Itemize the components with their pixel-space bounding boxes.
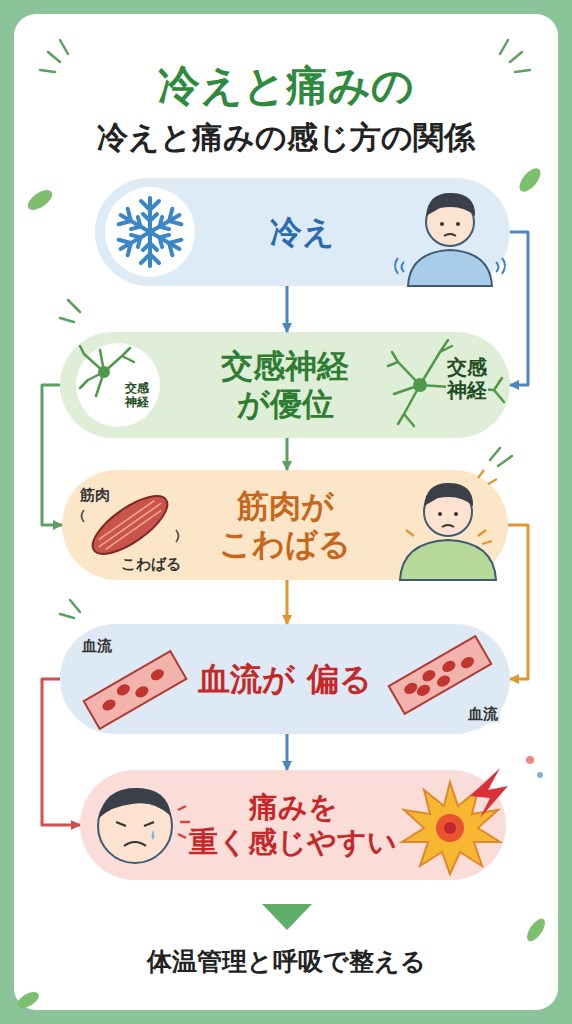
flow-arrow bbox=[286, 734, 289, 770]
icon-label: 血流 bbox=[466, 706, 500, 723]
conclusion-arrow bbox=[262, 904, 312, 930]
flow-arrow bbox=[510, 232, 528, 385]
leaf-decor bbox=[15, 165, 549, 1011]
subtitle: 冷えと痛みの感じ方の関係 bbox=[0, 120, 572, 156]
panel bbox=[14, 14, 558, 1010]
cold-person bbox=[395, 193, 505, 286]
snowflake-icon bbox=[105, 187, 195, 277]
pain-burst bbox=[402, 768, 508, 874]
nerve-icon-left bbox=[76, 343, 160, 427]
flow-arrow bbox=[286, 286, 289, 332]
icon-label: 交感神経 bbox=[446, 356, 488, 402]
flow-arrow bbox=[286, 438, 289, 470]
flow-arrow bbox=[42, 385, 62, 525]
step-text: 冷え bbox=[270, 213, 335, 251]
nerve-icon-right bbox=[388, 340, 504, 426]
title: 冷えと痛みの bbox=[0, 62, 572, 110]
icon-label: 筋肉 bbox=[78, 487, 112, 504]
vessel-icon-left bbox=[84, 651, 187, 729]
vessel-icon-right bbox=[389, 636, 492, 714]
step-text: 筋肉が こわばる bbox=[179, 487, 391, 564]
icon-label: 血流 bbox=[80, 638, 114, 655]
icon-label: こわばる bbox=[116, 556, 186, 573]
flow-arrow bbox=[286, 580, 289, 624]
step-text: 痛みを 重く感じやすい bbox=[187, 790, 399, 860]
flow-arrow bbox=[42, 679, 80, 825]
pained-face bbox=[98, 788, 190, 863]
step-text: 血流が 偏る bbox=[198, 660, 371, 698]
stiff-person bbox=[400, 470, 497, 580]
flow-arrow bbox=[508, 525, 528, 679]
caption: 体温管理と呼吸で整える bbox=[0, 948, 572, 977]
icon-label: 交感神経 bbox=[124, 382, 150, 410]
step-text: 交感神経 が優位 bbox=[179, 347, 391, 424]
